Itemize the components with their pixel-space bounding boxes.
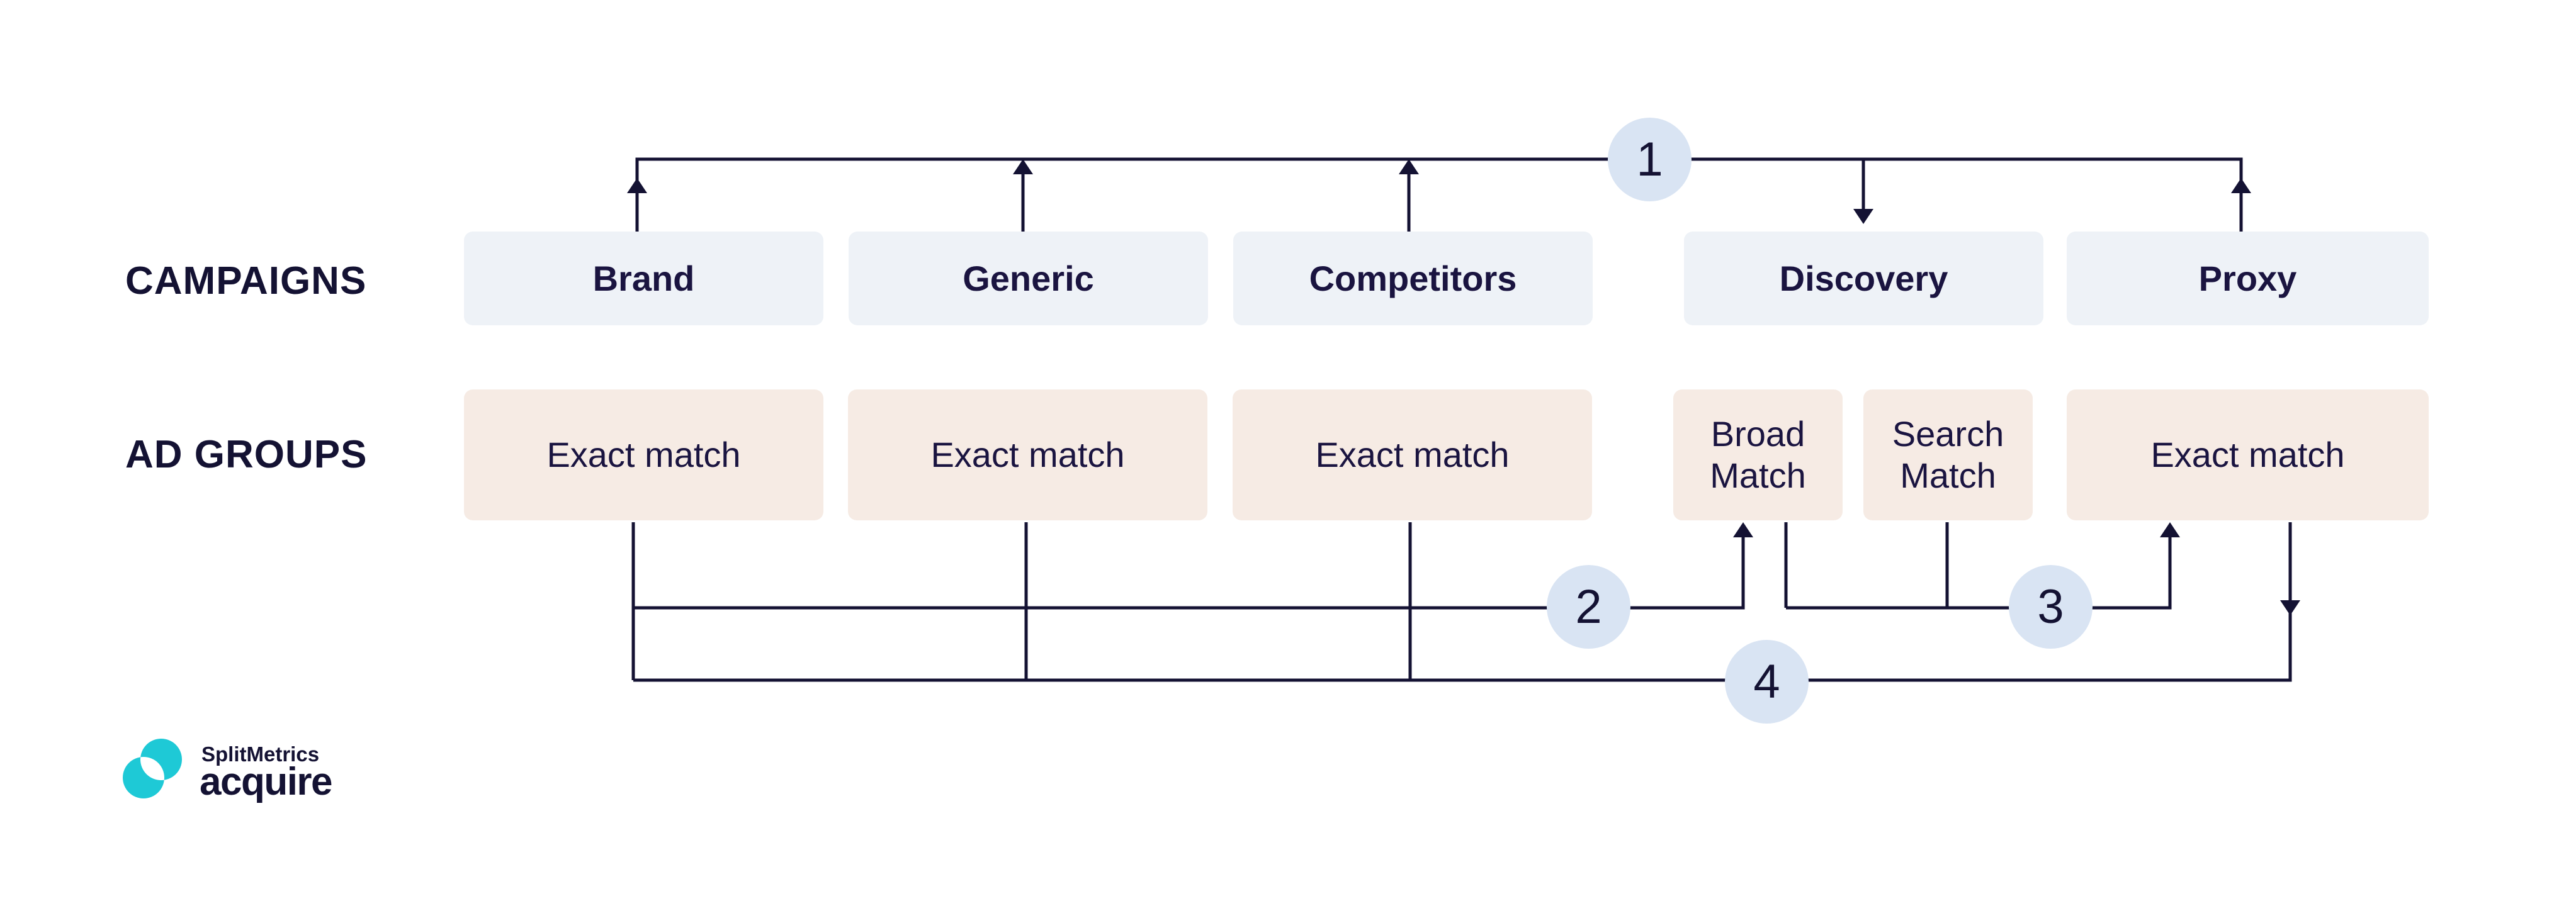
logo-circles-icon bbox=[123, 739, 182, 798]
arrow-up-icon bbox=[1733, 522, 1753, 537]
arrow-up-icon bbox=[2160, 522, 2180, 537]
campaign-box-brand: Brand bbox=[464, 232, 823, 325]
logo-product-text: acquire bbox=[200, 760, 332, 803]
adgroup-box-broad-match: Broad Match bbox=[1673, 389, 1843, 520]
campaign-box-competitors: Competitors bbox=[1233, 232, 1593, 325]
arrow-up-icon bbox=[1013, 159, 1033, 174]
adgroup-box-brand-exact: Exact match bbox=[464, 389, 823, 520]
splitmetrics-acquire-logo: SplitMetrics acquire bbox=[123, 739, 333, 803]
adgroup-box-competitors-exact: Exact match bbox=[1233, 389, 1592, 520]
campaign-box-proxy: Proxy bbox=[2067, 232, 2429, 325]
adgroup-box-proxy-exact: Exact match bbox=[2067, 389, 2429, 520]
connector-3-line bbox=[1786, 527, 2172, 610]
arrow-up-icon bbox=[1399, 159, 1419, 174]
step-badge-1: 1 bbox=[1608, 118, 1692, 201]
adgroup-box-generic-exact: Exact match bbox=[848, 389, 1207, 520]
campaigns-row-label: CAMPAIGNS bbox=[125, 259, 367, 303]
step-badge-4: 4 bbox=[1725, 640, 1809, 724]
arrow-up-icon bbox=[627, 178, 647, 193]
adgroup-box-search-match: Search Match bbox=[1863, 389, 2033, 520]
arrow-down-icon bbox=[1853, 209, 1873, 224]
campaign-box-generic: Generic bbox=[849, 232, 1208, 325]
campaign-box-discovery: Discovery bbox=[1684, 232, 2043, 325]
logo-brand-text: SplitMetrics bbox=[201, 742, 319, 766]
connector-2-line bbox=[633, 527, 1745, 610]
step-badge-3: 3 bbox=[2009, 565, 2093, 649]
arrow-up-icon bbox=[2231, 178, 2251, 193]
arrow-down-icon bbox=[2280, 600, 2300, 615]
step-badge-2: 2 bbox=[1547, 565, 1630, 649]
connector-4-line bbox=[633, 522, 2292, 682]
connector-1-line bbox=[635, 157, 2243, 232]
ad-groups-row-label: AD GROUPS bbox=[125, 433, 368, 476]
